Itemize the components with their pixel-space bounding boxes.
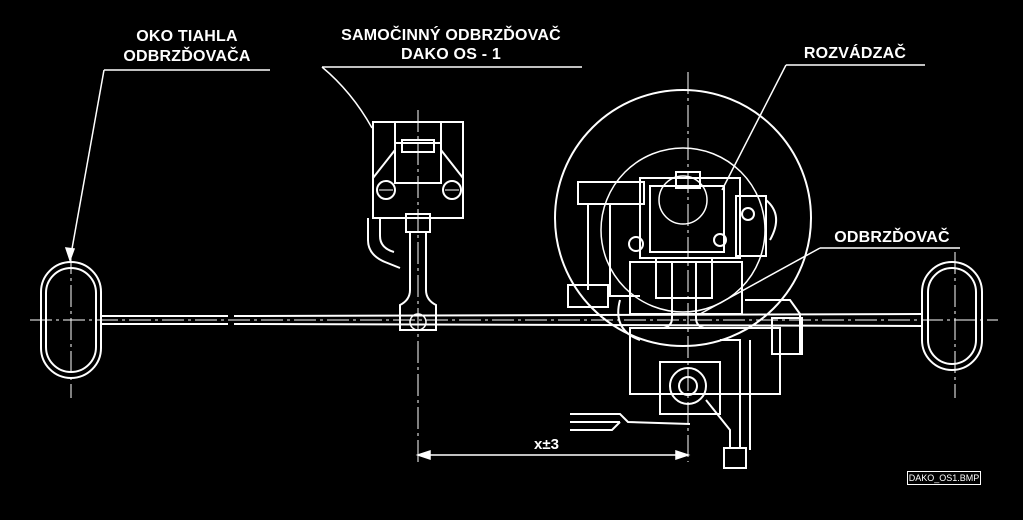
- label-adjuster-line1: SAMOČINNÝ ODBRZĎOVAČ: [341, 27, 561, 44]
- right-rod-eye: [921, 261, 983, 371]
- adjuster-assembly: [367, 121, 464, 331]
- file-name-label: DAKO_OS1.BMP: [907, 471, 981, 485]
- label-release: ODBRZĎOVAČ: [834, 229, 950, 246]
- dimension-label: x±3: [534, 436, 559, 453]
- centerlines: [30, 72, 998, 462]
- label-eye-line2: ODBRZĎOVAČA: [123, 48, 251, 65]
- label-eye-line1: OKO TIAHLA: [136, 28, 238, 45]
- label-distributor: ROZVÁDZAČ: [803, 45, 907, 62]
- label-adjuster-line2: DAKO OS - 1: [401, 46, 501, 63]
- pull-rod: [101, 313, 923, 327]
- lower-housing: [570, 327, 781, 469]
- dimension-line: [415, 449, 691, 461]
- leader-lines: [64, 64, 960, 315]
- distributor-assembly: [567, 171, 803, 355]
- left-rod-eye: [40, 261, 102, 379]
